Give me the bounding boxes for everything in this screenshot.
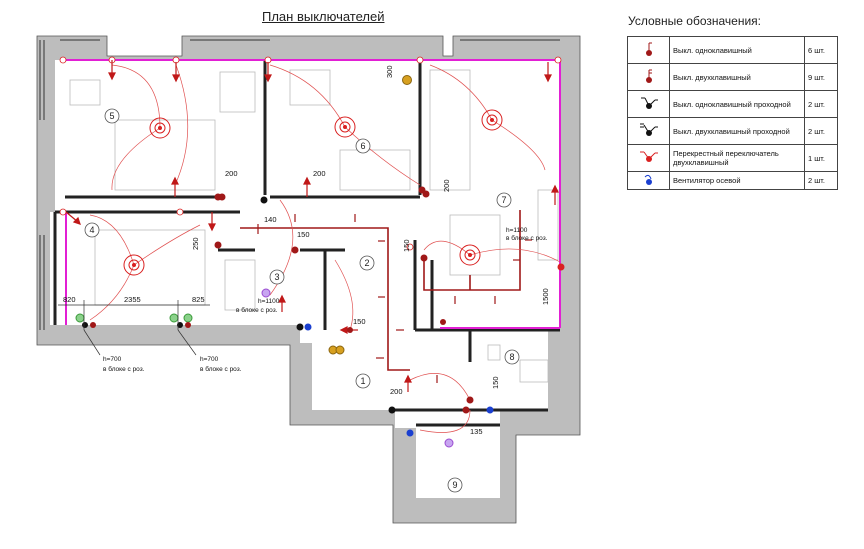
double-switch-icon xyxy=(218,193,226,201)
room-number: 3 xyxy=(274,272,279,282)
legend-row: Выкл. одноклавишный 6 шт. xyxy=(627,36,838,64)
light-icon xyxy=(459,244,481,266)
legend-row: Выкл. двухклавишный 9 шт. xyxy=(627,63,838,91)
double-passthrough-switch-icon xyxy=(388,406,396,414)
legend-qty: 1 шт. xyxy=(804,144,838,172)
legend-row: Выкл. одноклавишный проходной 2 шт. xyxy=(627,90,838,118)
legend-qty: 2 шт. xyxy=(804,117,838,145)
left-windows xyxy=(39,39,560,330)
dimension-label: 200 xyxy=(225,169,238,178)
single-switch-icon xyxy=(214,241,222,249)
dimension-label: 150 xyxy=(491,376,500,389)
axial-fan-icon xyxy=(627,171,670,190)
legend-qty: 9 шт. xyxy=(804,63,838,91)
dimension-label: 140 xyxy=(264,215,277,224)
room-number: 2 xyxy=(364,258,369,268)
room-number: 6 xyxy=(360,141,365,151)
legend-qty: 6 шт. xyxy=(804,36,838,64)
furniture xyxy=(69,69,559,383)
ceiling-lights xyxy=(123,109,503,276)
double-switch-icon xyxy=(466,396,474,404)
room-markers xyxy=(84,108,520,493)
height-note: h=1100 xyxy=(506,227,528,234)
switches xyxy=(214,186,565,437)
room-number: 9 xyxy=(452,480,457,490)
single-switch-icon xyxy=(291,246,299,254)
single-passthrough-switch-icon xyxy=(627,90,670,118)
room-number: 1 xyxy=(360,376,365,386)
height-note: в блоке с роз. xyxy=(506,234,548,242)
legend-label: Выкл. двухклавишный xyxy=(669,63,805,91)
single-switch-icon xyxy=(440,319,446,325)
single-switch-icon xyxy=(627,36,670,64)
wall-lights xyxy=(59,56,562,251)
dimension-line xyxy=(58,300,210,356)
legend-label: Выкл. одноклавишный xyxy=(669,36,805,64)
single-passthrough-switch-icon xyxy=(260,196,268,204)
dimension-label: 200 xyxy=(390,387,403,396)
double-passthrough-switch-icon xyxy=(627,117,670,145)
dimension-label: 250 xyxy=(191,237,200,250)
height-note: h=700 xyxy=(200,356,219,363)
height-note: в блоке с роз. xyxy=(236,306,278,314)
light-icon xyxy=(481,109,503,131)
legend-label: Выкл. одноклавишный проходной xyxy=(669,90,805,118)
dimension-label: 820 xyxy=(63,295,76,304)
dimension-label: 825 xyxy=(192,295,205,304)
dimension-label: 200 xyxy=(442,179,451,192)
room-number: 8 xyxy=(509,352,514,362)
cross-switch-icon xyxy=(557,263,565,271)
legend-label: Вентилятор осевой xyxy=(669,171,805,190)
outlets xyxy=(75,75,454,448)
legend-row: Вентилятор осевой 2 шт. xyxy=(627,171,838,190)
dimension-label: 1500 xyxy=(541,288,550,305)
light-icon xyxy=(149,117,171,139)
axial-fan-icon xyxy=(406,429,414,437)
height-note: h=1100 xyxy=(258,298,280,305)
single-switch-icon xyxy=(347,327,353,333)
legend-qty: 2 шт. xyxy=(804,171,838,190)
single-switch-icon xyxy=(462,406,470,414)
double-switch-icon xyxy=(420,254,428,262)
light-icon xyxy=(123,254,145,276)
height-note: в блоке с роз. xyxy=(103,365,145,373)
double-switch-icon xyxy=(627,63,670,91)
partitions xyxy=(53,60,560,427)
dimension-label: 135 xyxy=(470,427,483,436)
dimension-label: 2355 xyxy=(124,295,141,304)
main-wiring xyxy=(240,210,521,371)
room-number: 5 xyxy=(109,111,114,121)
legend-table: Выкл. одноклавишный 6 шт. Выкл. двухклав… xyxy=(627,36,838,190)
plan-title: План выключателей xyxy=(262,9,385,24)
height-note: h=700 xyxy=(103,356,122,363)
dimension-label: 150 xyxy=(402,239,411,252)
double-passthrough-switch-icon xyxy=(296,323,304,331)
axial-fan-icon xyxy=(304,323,312,331)
floor-area xyxy=(50,60,560,498)
room-number: 4 xyxy=(89,225,94,235)
legend-title: Условные обозначения: xyxy=(628,14,761,28)
double-switch-icon xyxy=(422,190,430,198)
dimension-label: 200 xyxy=(313,169,326,178)
legend-row: Выкл. двухклавишный проходной 2 шт. xyxy=(627,117,838,145)
axial-fan-icon xyxy=(486,406,494,414)
cross-switch-icon xyxy=(627,144,670,172)
height-note: в блоке с роз. xyxy=(200,365,242,373)
dimension-label: 150 xyxy=(353,317,366,326)
legend-label: Выкл. двухклавишный проходной xyxy=(669,117,805,145)
light-icon xyxy=(334,116,356,138)
dimension-label: 300 xyxy=(385,65,394,78)
room-number: 7 xyxy=(501,195,506,205)
dimension-label: 150 xyxy=(297,230,310,239)
legend-qty: 2 шт. xyxy=(804,90,838,118)
legend-label: Перекрестный переключатель двухклавишный xyxy=(669,144,805,172)
legend-row: Перекрестный переключатель двухклавишный… xyxy=(627,144,838,172)
floor-plan: 1 2 3 4 5 6 7 8 9 200 200 140 150 150 20… xyxy=(36,35,581,524)
wire-ticks xyxy=(257,214,532,383)
